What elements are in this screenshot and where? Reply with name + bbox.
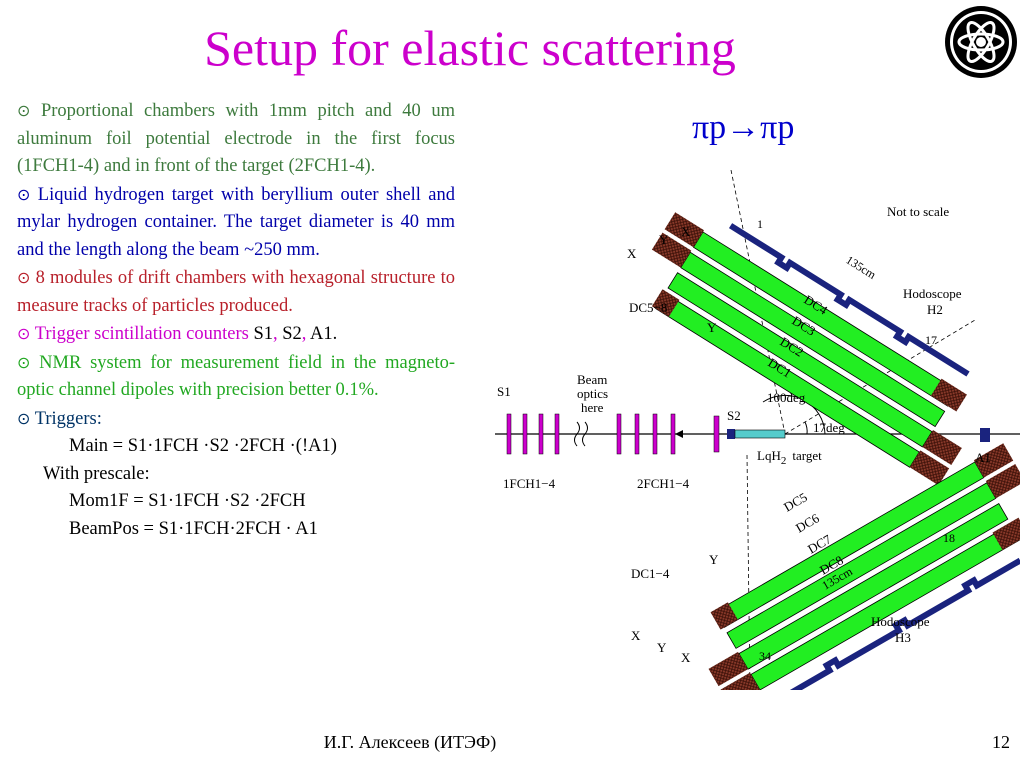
bullet-mark: ⊙ [17, 352, 31, 372]
footer-author: И.Г. Алексеев (ИТЭФ) [323, 732, 497, 752]
x-label-upper: X [627, 246, 637, 261]
s1-label: S1 [497, 384, 511, 399]
dc5-label: DC5 [781, 489, 810, 514]
fch2-label: 2FCH1−4 [637, 476, 690, 491]
len-upper-label: 135cm [843, 253, 879, 283]
hodo-n34-label: 34 [759, 649, 771, 663]
period: . [332, 324, 338, 344]
angle-17-label: 17deg [813, 420, 845, 435]
x-label-lower-2: X [681, 650, 691, 665]
s2-label: S2 [727, 408, 741, 423]
bullet-drift-chambers: ⊙ 8 modules of drift chambers with hexag… [17, 264, 455, 320]
dc-lower-stack [708, 443, 1020, 690]
slide-title: Setup for elastic scattering [204, 20, 736, 76]
s2-counter [713, 415, 720, 453]
counter-s1-text: S1 [253, 324, 273, 344]
fch1-chambers [506, 413, 560, 455]
hodo-n1-label: 1 [757, 217, 763, 231]
fch1-label: 1FCH1−4 [503, 476, 556, 491]
hodoscope-h2 [728, 223, 970, 377]
bullet-proportional-chambers: ⊙ Proportional chambers with 1mm pitch a… [17, 97, 455, 181]
bullet-mark: ⊙ [17, 184, 31, 204]
bullet-mark: ⊙ [17, 268, 31, 287]
trigger-main: Main = S1·1FCH ·S2 ·2FCH ·(!A1) [69, 436, 337, 456]
dc-upper-stack [651, 212, 970, 486]
hodo-n17-label: 17 [925, 333, 937, 347]
trigger-prescale-label: With prescale: [43, 463, 150, 484]
bullet-text: Triggers: [34, 408, 102, 429]
beam-optics-label-1: Beam [577, 372, 607, 387]
trigger-beampos: BeamPos = S1·1FCH·2FCH · A1 [69, 518, 318, 539]
a1-label: A1 [975, 450, 991, 465]
bullet-trigger-counters: ⊙ Trigger scintillation counters S1, S2,… [17, 320, 455, 349]
x-label-upper-2: X [681, 224, 691, 239]
a1-counter [980, 428, 990, 442]
h3-label-2: H3 [895, 630, 911, 645]
trigger-mom1f: Mom1F = S1·1FCH ·S2 ·2FCH [69, 491, 306, 511]
bullet-text: Proportional chambers with 1mm pitch and… [17, 101, 456, 176]
y-label-upper-2: Y [707, 320, 717, 335]
bullet-hydrogen-target: ⊙ Liquid hydrogen target with beryllium … [17, 181, 455, 265]
dc6-label: DC6 [793, 510, 822, 536]
bullet-text: Trigger scintillation counters [34, 324, 254, 344]
reaction-label: πp→πp [692, 109, 795, 146]
bullet-triggers: ⊙ Triggers: [17, 405, 455, 434]
h3-label-1: Hodoscope [871, 614, 930, 629]
counter-a1-text: A1 [310, 324, 333, 344]
separator: , [301, 324, 311, 344]
lh2-target [734, 429, 786, 439]
angle-100-label: 100deg [767, 390, 806, 405]
bullet-text: NMR system for measurement field in the … [17, 352, 455, 401]
bullet-mark: ⊙ [17, 324, 31, 343]
y-label-lower: Y [709, 552, 719, 567]
bullet-mark: ⊙ [17, 408, 31, 428]
not-to-scale-label: Not to scale [887, 204, 949, 219]
x-label-lower: X [631, 628, 641, 643]
dc58-label: DC5−8 [629, 300, 667, 315]
y-label-lower-2: Y [657, 640, 667, 655]
target-cap [727, 429, 735, 439]
hodo-n18-label: 18 [943, 531, 955, 545]
h2-label-2: H2 [927, 302, 943, 317]
bullet-nmr-system: ⊙ NMR system for measurement field in th… [17, 349, 455, 405]
page-number: 12 [992, 732, 1010, 752]
dc14-label: DC1−4 [631, 566, 670, 581]
fch2-chambers [616, 413, 676, 455]
hodoscope-h3 [767, 557, 1020, 690]
bullet-list: ⊙ Proportional chambers with 1mm pitch a… [17, 97, 455, 543]
h2-label-1: Hodoscope [903, 286, 962, 301]
beam-optics-label-3: here [581, 400, 604, 415]
y-label-upper: Y [659, 232, 669, 247]
bullet-mark: ⊙ [17, 101, 31, 120]
bullet-text: Liquid hydrogen target with beryllium ou… [17, 184, 455, 260]
bullet-text: 8 modules of drift chambers with hexagon… [17, 268, 455, 316]
setup-diagram: Not to scale Hodoscope H2 Hodoscope H3 D… [495, 170, 1020, 690]
counter-s2-text: S2 [282, 324, 302, 344]
institute-logo [945, 6, 1017, 78]
separator: , [272, 324, 283, 344]
beam-optics-label-2: optics [577, 386, 608, 401]
